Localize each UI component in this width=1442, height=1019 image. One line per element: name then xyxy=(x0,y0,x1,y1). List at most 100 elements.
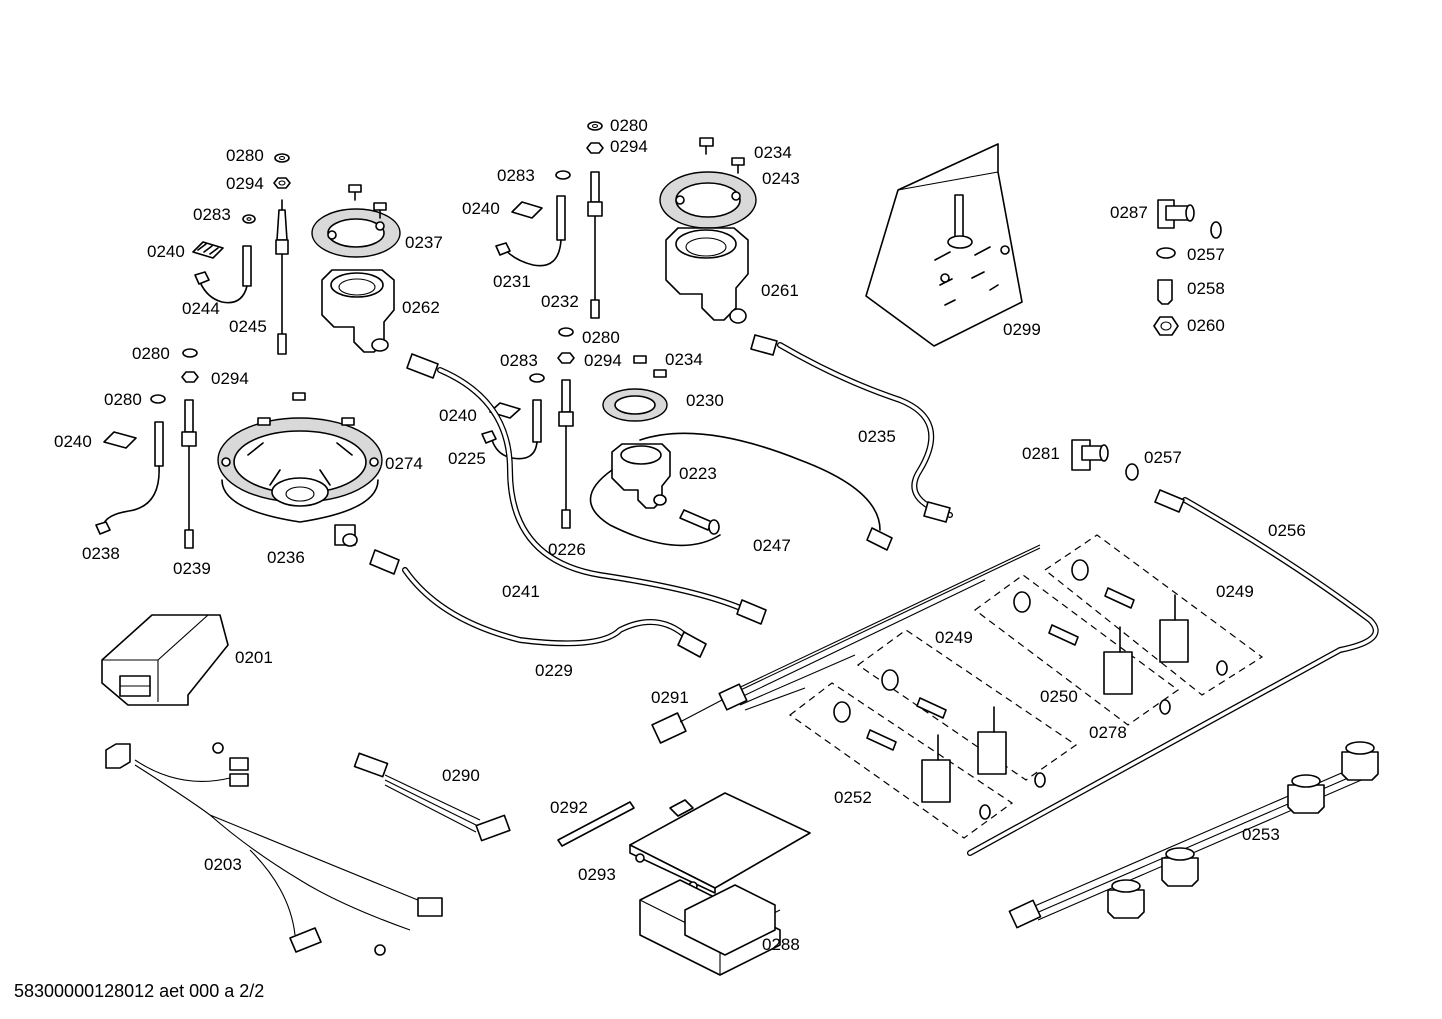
part-0240-clip[interactable] xyxy=(192,241,224,259)
part-0203-cable-harness[interactable] xyxy=(105,742,443,956)
part-screw[interactable] xyxy=(257,392,355,426)
part-0253-switch[interactable] xyxy=(1107,879,1145,919)
part-0239-thermocouple[interactable] xyxy=(181,399,197,549)
part-0280-washer[interactable] xyxy=(558,327,574,337)
label-0249: 0249 xyxy=(1216,582,1254,601)
label-0280: 0280 xyxy=(610,116,648,135)
part-0299-parts-bag[interactable] xyxy=(865,143,1023,347)
part-0249-valve-group[interactable] xyxy=(973,574,1180,726)
part-0280-washer[interactable] xyxy=(150,394,166,404)
label-0274: 0274 xyxy=(385,454,423,473)
part-0283-washer[interactable] xyxy=(242,214,256,224)
part-0294-nut[interactable] xyxy=(557,352,575,364)
part-0223-burner-base[interactable] xyxy=(611,443,671,509)
part-0225-electrode[interactable] xyxy=(481,399,542,460)
part-0236-burner-base[interactable] xyxy=(221,477,379,547)
label-0280: 0280 xyxy=(582,328,620,347)
part-0260-nut[interactable] xyxy=(1153,316,1179,336)
label-0243: 0243 xyxy=(762,169,800,188)
part-0253-switch[interactable] xyxy=(1287,774,1325,814)
part-0278-seal[interactable] xyxy=(1159,699,1171,715)
label-0231: 0231 xyxy=(493,272,531,291)
part-0280-washer[interactable] xyxy=(182,348,198,358)
part-0291-ignition-harness[interactable] xyxy=(651,544,1041,744)
part-0241-gas-pipe[interactable] xyxy=(406,353,767,625)
label-0232: 0232 xyxy=(541,292,579,311)
label-0240: 0240 xyxy=(54,432,92,451)
label-0225: 0225 xyxy=(448,449,486,468)
label-0234: 0234 xyxy=(754,143,792,162)
part-0294-nut[interactable] xyxy=(586,142,604,154)
label-0234: 0234 xyxy=(665,350,703,369)
part-0253-switch[interactable] xyxy=(1341,741,1379,781)
part-0257-seal[interactable] xyxy=(1156,247,1176,259)
part-0280-washer[interactable] xyxy=(587,121,603,131)
label-0239: 0239 xyxy=(173,559,211,578)
label-0294: 0294 xyxy=(584,351,622,370)
label-0280: 0280 xyxy=(226,146,264,165)
label-0261: 0261 xyxy=(761,281,799,300)
part-0261-burner-base[interactable] xyxy=(665,227,749,324)
part-0294-nut[interactable] xyxy=(181,371,199,383)
part-0274-burner-ring[interactable] xyxy=(217,417,383,503)
part-0252-valve-group[interactable] xyxy=(788,682,1014,839)
label-0257: 0257 xyxy=(1187,245,1225,264)
part-0231-electrode[interactable] xyxy=(495,195,566,267)
label-0299: 0299 xyxy=(1003,320,1041,339)
part-labels: 0280 0294 0283 0240 0244 0245 0237 0262 … xyxy=(54,116,1306,954)
part-0281-elbow-fitting[interactable] xyxy=(1071,439,1109,471)
label-0283: 0283 xyxy=(497,166,535,185)
part-0287-elbow-fitting[interactable] xyxy=(1157,199,1195,229)
part-0226-thermocouple[interactable] xyxy=(558,379,574,529)
label-0258: 0258 xyxy=(1187,279,1225,298)
part-0247-pipe-connector[interactable] xyxy=(679,509,720,535)
part-0235-gas-pipe[interactable] xyxy=(750,334,953,523)
part-0257-seal[interactable] xyxy=(1210,221,1222,239)
part-0226-pipe-loop[interactable] xyxy=(589,432,893,551)
part-0201-ignition-module[interactable] xyxy=(101,614,229,706)
part-0283-washer[interactable] xyxy=(529,373,545,383)
label-0262: 0262 xyxy=(402,298,440,317)
part-0240-clip[interactable] xyxy=(511,201,543,219)
part-0243-gasket[interactable] xyxy=(659,171,757,229)
part-screw[interactable] xyxy=(348,184,387,219)
drawing-id-footer: 58300000128012 aet 000 a 2/2 xyxy=(14,981,264,1001)
label-0253: 0253 xyxy=(1242,825,1280,844)
part-0237-gasket[interactable] xyxy=(311,208,401,258)
part-0294-nut[interactable] xyxy=(273,177,291,189)
part-0244-electrode[interactable] xyxy=(194,245,252,304)
part-0283-washer[interactable] xyxy=(555,170,571,180)
part-0253-switch-harness[interactable] xyxy=(1008,741,1379,929)
label-0201: 0201 xyxy=(235,648,273,667)
part-0234-screw[interactable] xyxy=(633,355,667,378)
part-0257-seal[interactable] xyxy=(1125,463,1139,481)
part-0229-gas-pipe[interactable] xyxy=(369,549,707,658)
label-0238: 0238 xyxy=(82,544,120,563)
part-0293-control-board[interactable] xyxy=(629,792,811,894)
part-0234-screw[interactable] xyxy=(699,137,745,174)
part-0288-transformer-box[interactable] xyxy=(639,879,781,976)
part-0250-valve-group[interactable] xyxy=(856,629,1078,788)
part-0249-valve-group[interactable] xyxy=(1043,534,1264,696)
part-0290-ribbon-cable[interactable] xyxy=(353,752,511,842)
part-0292-insulation-strip[interactable] xyxy=(557,801,635,847)
part-0245-thermocouple[interactable] xyxy=(275,199,289,355)
label-0292: 0292 xyxy=(550,798,588,817)
part-0256-gas-rail[interactable] xyxy=(967,489,1379,856)
part-0280-washer[interactable] xyxy=(274,153,290,163)
label-0223: 0223 xyxy=(679,464,717,483)
part-0230-gasket[interactable] xyxy=(602,388,668,422)
part-0258-nozzle[interactable] xyxy=(1157,279,1173,305)
label-0245: 0245 xyxy=(229,317,267,336)
label-0290: 0290 xyxy=(442,766,480,785)
part-0253-switch[interactable] xyxy=(1161,847,1199,887)
part-0240-clip[interactable] xyxy=(103,431,137,449)
part-0232-thermocouple[interactable] xyxy=(587,171,603,319)
label-0256: 0256 xyxy=(1268,521,1306,540)
label-0257: 0257 xyxy=(1144,448,1182,467)
part-0262-burner-base[interactable] xyxy=(321,269,395,353)
label-0249: 0249 xyxy=(935,628,973,647)
part-0238-electrode[interactable] xyxy=(95,421,164,535)
label-0287: 0287 xyxy=(1110,203,1148,222)
